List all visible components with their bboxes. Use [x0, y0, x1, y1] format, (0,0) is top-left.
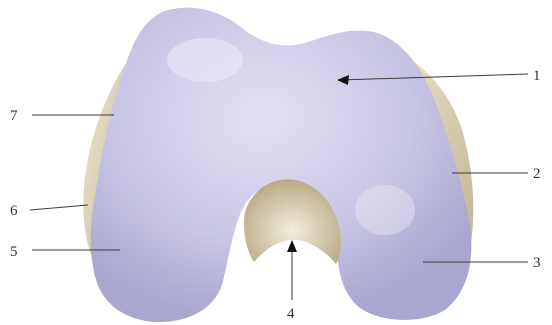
cartilage-highlight-upper: [167, 38, 243, 82]
arrowhead-4: [287, 240, 297, 252]
articular-cartilage: [91, 8, 472, 322]
callout-2: 2: [533, 166, 541, 182]
callout-4: 4: [287, 306, 295, 322]
cartilage-highlight-right: [355, 185, 415, 235]
callout-1: 1: [533, 68, 541, 84]
callout-6: 6: [10, 203, 18, 219]
callout-5: 5: [10, 244, 18, 260]
callout-7: 7: [10, 108, 18, 124]
callout-3: 3: [533, 255, 541, 271]
leader-line-6: [30, 205, 88, 210]
